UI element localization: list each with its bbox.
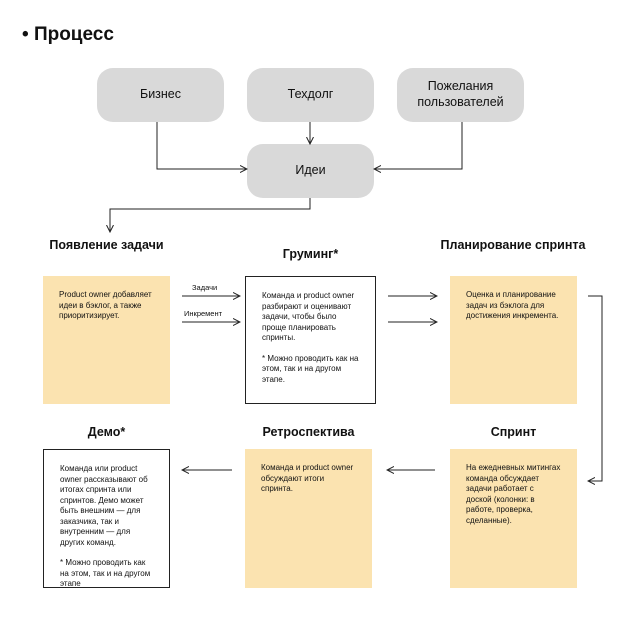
- source-techdebt: Техдолг: [247, 68, 374, 122]
- stage-title-demo: Демо*: [87, 425, 126, 439]
- stage-title-planning: Планирование спринта: [440, 238, 586, 252]
- source-business: Бизнес: [97, 68, 224, 122]
- card-grooming: Команда и product owner разбирают и оцен…: [245, 276, 376, 404]
- stage-title-grooming: Груминг*: [282, 247, 339, 261]
- card-sprint: На ежедневных митингах команда обсуждает…: [450, 449, 577, 588]
- arrow-business-to-ideas: [156, 122, 247, 169]
- stage-title-sprint: Спринт: [490, 425, 537, 439]
- arrow-planning-to-sprint: [588, 295, 603, 481]
- source-user-wishes: Пожелания пользователей: [397, 68, 524, 122]
- arrow-label-tasks: Задачи: [192, 283, 218, 292]
- card-demo: Команда или product owner рассказывают о…: [43, 449, 170, 588]
- ideas-node: Идеи: [247, 144, 374, 198]
- arrow-wishes-to-ideas: [374, 122, 463, 169]
- arrow-ideas-to-appearance: [110, 198, 311, 232]
- page-title: • Процесс: [22, 24, 114, 45]
- card-planning: Оценка и планирование задач из бэклога д…: [450, 276, 577, 404]
- arrow-label-increment: Инкремент: [184, 309, 223, 318]
- stage-title-appearance: Появление задачи: [49, 238, 164, 252]
- stage-title-retro: Ретроспектива: [262, 425, 355, 439]
- card-retro: Команда и product owner обсуждают итоги …: [245, 449, 372, 588]
- card-appearance: Product owner добавляет идеи в бэклог, а…: [43, 276, 170, 404]
